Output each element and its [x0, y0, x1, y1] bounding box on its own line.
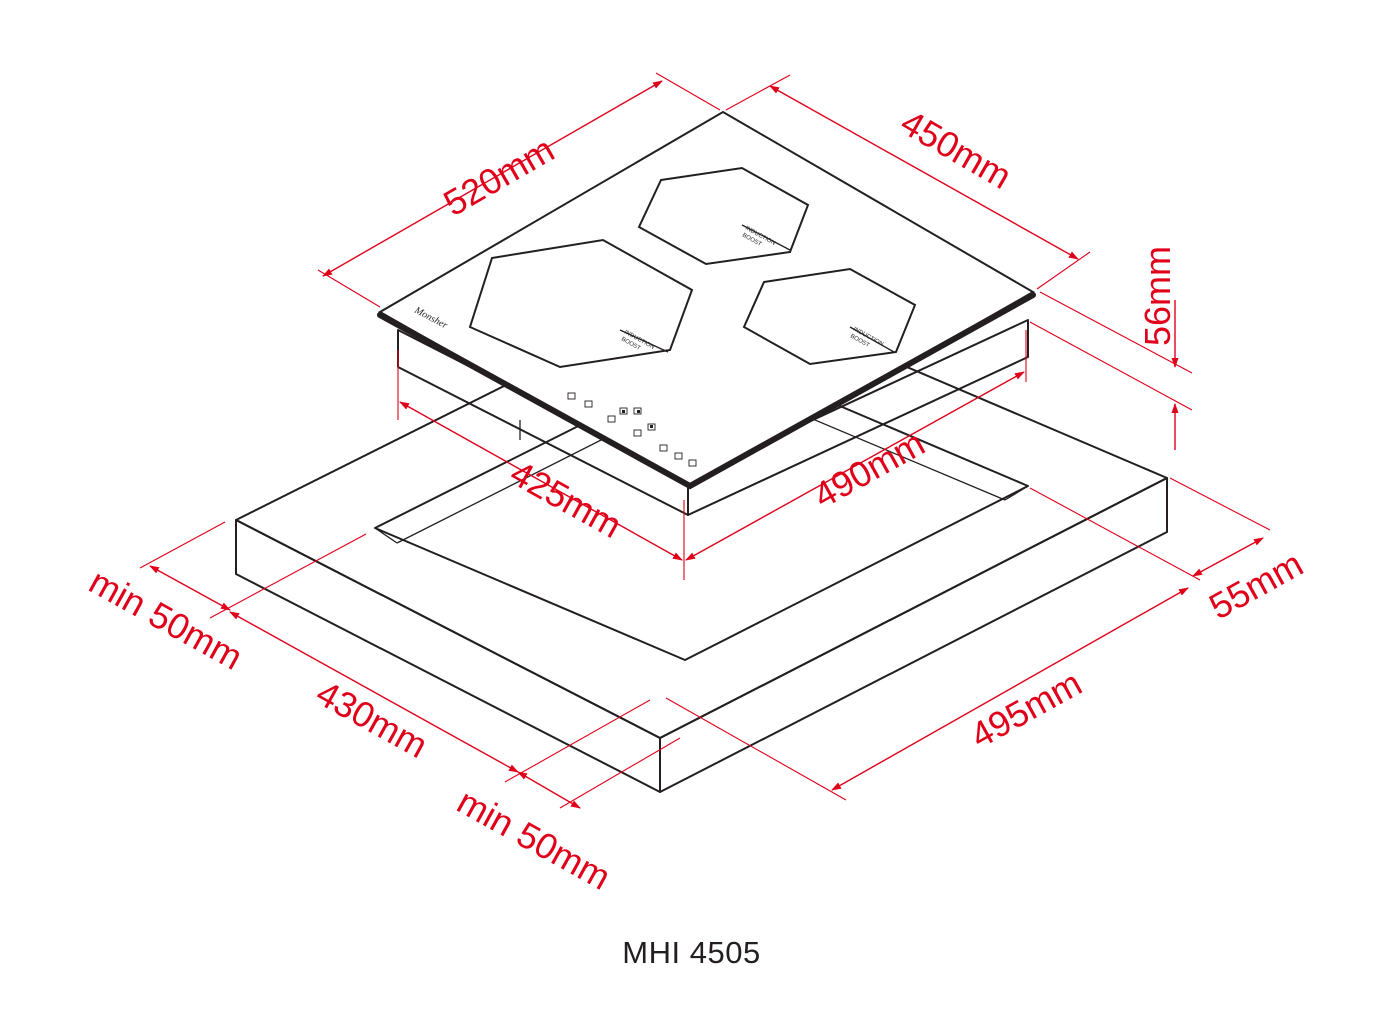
control-button: [659, 444, 668, 452]
cooking-zone-right: INDUCTION BOOST: [742, 267, 917, 366]
dim-label-520: 520mm: [437, 128, 561, 224]
control-button: [584, 400, 593, 408]
dim-clearance-rear: 55mm: [1029, 477, 1310, 627]
dim-label-425: 425mm: [504, 452, 629, 546]
dim-countertop-depth: 430mm: [229, 611, 519, 773]
dim-label-490: 490mm: [807, 422, 932, 516]
dim-label-450: 450mm: [894, 101, 1018, 197]
dim-label-495: 495mm: [964, 662, 1089, 756]
dim-label-min50-front: min 50mm: [451, 780, 618, 897]
dim-label-56: 56mm: [1137, 246, 1178, 346]
dim-clearance-left: min 50mm: [83, 521, 367, 678]
control-button: [688, 459, 697, 467]
dim-label-min50-left: min 50mm: [83, 560, 250, 677]
dim-label-430: 430mm: [310, 672, 435, 766]
model-name: MHI 4505: [622, 935, 761, 970]
control-button: [607, 415, 616, 423]
dim-hob-height: 56mm: [1029, 246, 1193, 450]
control-button: [567, 392, 576, 400]
control-button: [633, 429, 642, 437]
dim-label-55: 55mm: [1202, 543, 1309, 627]
control-button: [674, 452, 683, 460]
